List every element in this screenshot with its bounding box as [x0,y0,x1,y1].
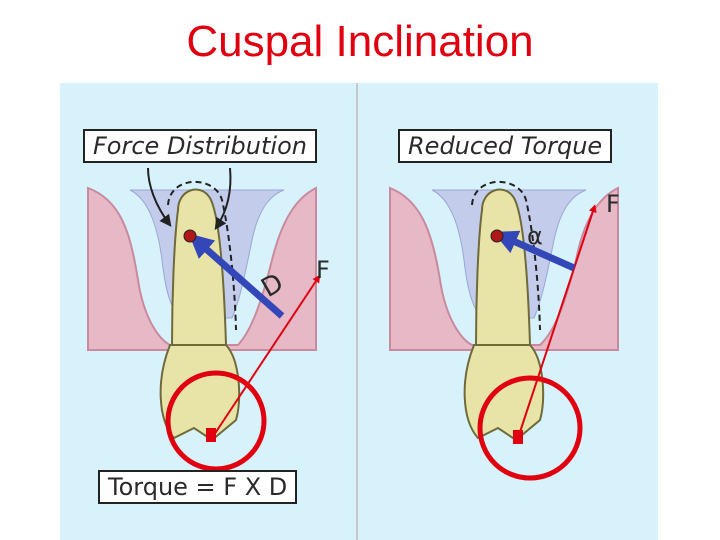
left-ligament-outline [167,180,237,331]
right-root [474,188,532,346]
angle-label: α [527,222,543,250]
distribution-arrow-left [147,167,172,227]
left-crown [159,344,241,442]
right-crown [463,344,545,442]
right-ligament-outline [471,180,541,331]
left-center-of-resistance [183,229,197,243]
slide-title: Cuspal Inclination [186,17,534,66]
left-force-origin [206,428,216,442]
left-tooth-illustration: D F [87,167,330,472]
right-force-line [517,204,597,439]
left-root [170,188,228,346]
right-force-origin [513,430,523,444]
right-highlight-circle [477,375,583,481]
distribution-arrow-right [214,167,232,230]
left-force-line [211,274,321,439]
right-moment-arm-arrow [493,230,576,272]
left-distance-arrow [188,233,285,319]
torque-formula: Torque = F X D [98,470,298,504]
reduced-torque-heading: Reduced Torque [398,129,613,163]
panel-divider [356,83,358,540]
left-gum [87,186,317,351]
right-center-of-resistance [490,229,504,243]
force-distribution-heading: Force Distribution [83,129,317,163]
left-highlight-circle [165,370,267,472]
right-tooth-illustration: α F [389,180,620,481]
right-force-label: F [606,190,620,218]
left-force-label: F [316,256,330,284]
